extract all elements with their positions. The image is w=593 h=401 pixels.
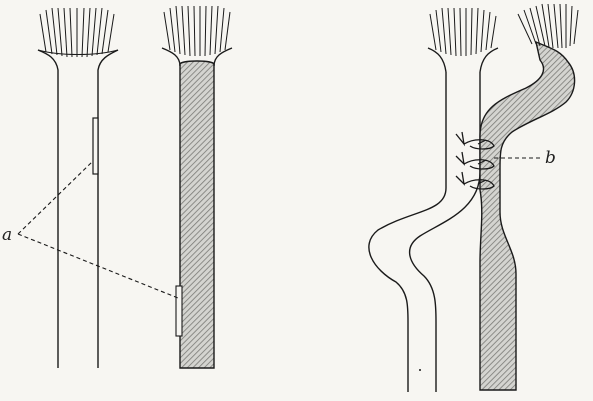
vessel-3-right-wall [410,72,480,392]
label-b: b [545,148,556,168]
vessel-1-funnel-right [98,50,118,368]
vessel-4-shaded [480,42,575,390]
vessel-1-slit [93,118,98,174]
suture-stitches [456,132,494,189]
vessel-2-slit [176,286,182,336]
vessel-1-funnel-left [38,50,58,368]
vessel-2-body [180,61,214,368]
vessel-1-fimbriae [40,8,114,57]
vessel-3-fimbriae [430,8,496,56]
label-a: a [2,225,12,245]
vessel-3-left-wall [369,72,446,392]
vessel-2-fimbriae [164,6,230,56]
stray-dot [419,369,421,371]
vessel-1-outline [38,50,118,368]
vessel-4-fimbriae [518,4,578,48]
vessel-2-shaded [162,48,232,368]
vessel-3-funnel [428,48,498,72]
vessel-1-funnel-rim [38,50,118,55]
vessel-3-outline [369,48,498,392]
vessel-4-body [480,42,575,390]
